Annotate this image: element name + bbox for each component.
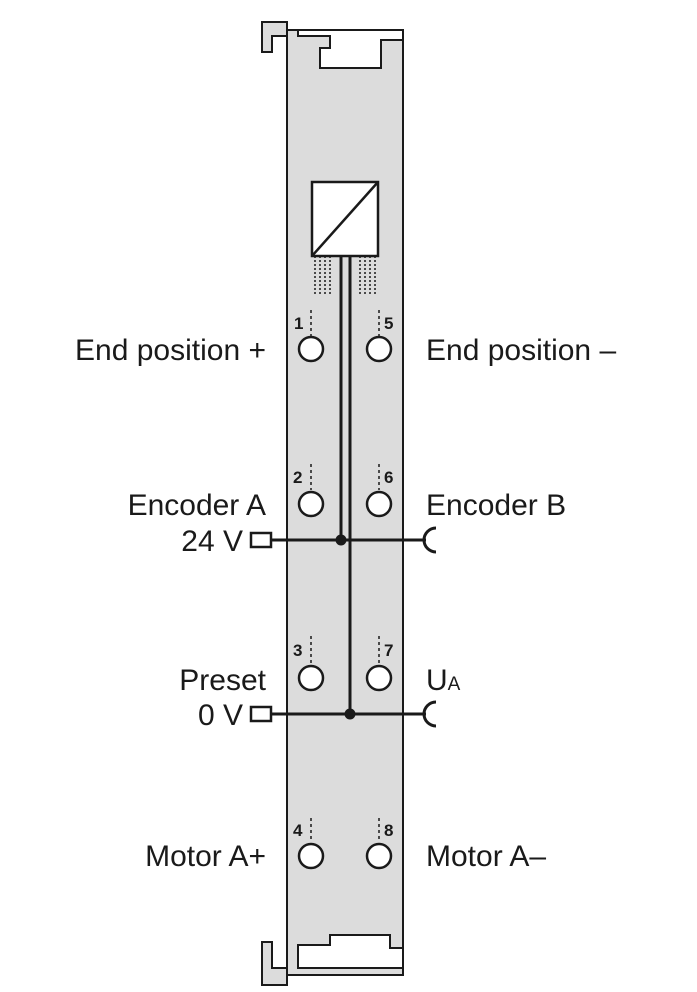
terminal-number-6: 6 (384, 468, 393, 487)
spring-contact-7 (365, 636, 393, 692)
dc-dc-converter-icon (310, 180, 380, 296)
terminal-number-5: 5 (384, 314, 393, 333)
terminal-number-7: 7 (384, 641, 393, 660)
power-jumper-contact-icon (249, 531, 273, 549)
module-body (261, 21, 404, 986)
junction-dot-24v (335, 534, 347, 546)
spring-contact-1 (297, 310, 325, 363)
label-24v: 24 V (181, 525, 243, 558)
bottom-latch-left (261, 941, 288, 986)
label-end-position-plus: End position + (75, 334, 266, 367)
spring-contact-4 (297, 818, 325, 870)
terminal-contacts (297, 310, 393, 870)
spring-contact-3 (297, 636, 325, 692)
spring-contact-8 (365, 818, 393, 870)
spring-contact-6 (365, 464, 393, 518)
bottom-latch-slot (297, 934, 404, 969)
label-motor-a-plus: Motor A+ (145, 840, 266, 873)
label-preset: Preset (179, 664, 266, 697)
label-0v: 0 V (198, 699, 243, 732)
label-encoder-b: Encoder B (426, 489, 566, 522)
top-latch-left (261, 21, 288, 53)
label-ua: UA (426, 664, 461, 697)
top-latch-slot (297, 29, 404, 69)
terminal-number-3: 3 (293, 641, 302, 660)
label-encoder-a: Encoder A (128, 489, 266, 522)
power-jumper-contact-icon (249, 705, 273, 723)
terminal-number-2: 2 (293, 468, 302, 487)
label-motor-a-minus: Motor A– (426, 840, 546, 873)
junction-dot-0v (344, 708, 356, 720)
label-end-position-minus: End position – (426, 334, 616, 367)
terminal-number-4: 4 (293, 821, 303, 840)
terminal-number-1: 1 (294, 314, 303, 333)
spring-contact-5 (365, 310, 393, 363)
power-rail-24v (272, 526, 437, 554)
internal-bus-lines (339, 256, 352, 714)
spring-contact-2 (297, 464, 325, 518)
terminal-number-8: 8 (384, 821, 393, 840)
